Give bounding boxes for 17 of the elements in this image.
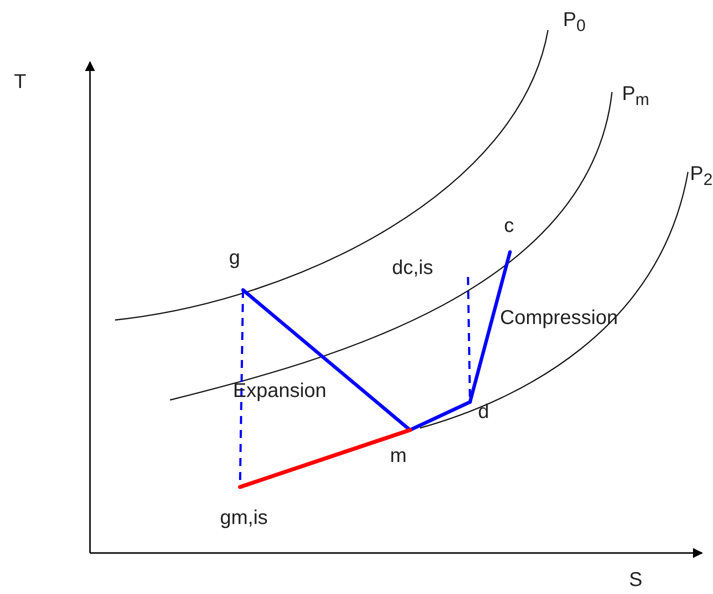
- process-label: Compression: [500, 308, 618, 328]
- point-label: g: [229, 248, 240, 268]
- isobar-label: P$_{m}$: [622, 84, 650, 109]
- process-line: [241, 288, 412, 432]
- isobar-label: P$_{2}$: [690, 164, 713, 189]
- point-label: dc,is: [392, 258, 434, 278]
- process-label: Expansion: [233, 381, 326, 401]
- point-label: gm,is: [220, 508, 268, 528]
- process-line: [408, 400, 472, 432]
- axis-label: S: [629, 570, 642, 590]
- point-label: c: [504, 216, 514, 236]
- point-label: d: [478, 402, 490, 422]
- isobar-label: P$_{0}$: [563, 10, 586, 35]
- process-line: [468, 250, 512, 404]
- point-label: m: [390, 446, 407, 466]
- axis-label: T: [14, 72, 26, 92]
- process-line: [238, 428, 412, 489]
